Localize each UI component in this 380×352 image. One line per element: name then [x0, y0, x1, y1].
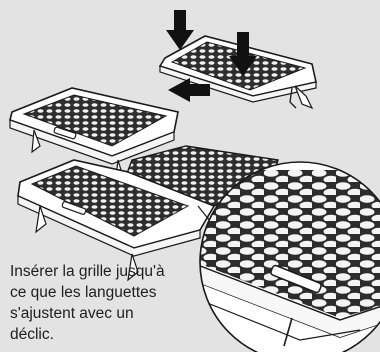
- grill-unit-bottom: [17, 145, 279, 282]
- caption-line: Insérer la grille jusqu'à: [10, 263, 165, 280]
- press-down-arrow-icon: [166, 10, 194, 50]
- instruction-caption: Insérer la grille jusqu'à ce que les lan…: [10, 261, 190, 345]
- caption-line: déclic.: [10, 326, 54, 343]
- caption-line: ce que les languettes: [10, 284, 157, 301]
- slide-left-arrow-icon: [168, 78, 210, 102]
- caption-line: s'ajustent avec un: [10, 305, 134, 322]
- detail-magnifier: [199, 161, 380, 352]
- press-down-arrow-icon: [229, 32, 257, 76]
